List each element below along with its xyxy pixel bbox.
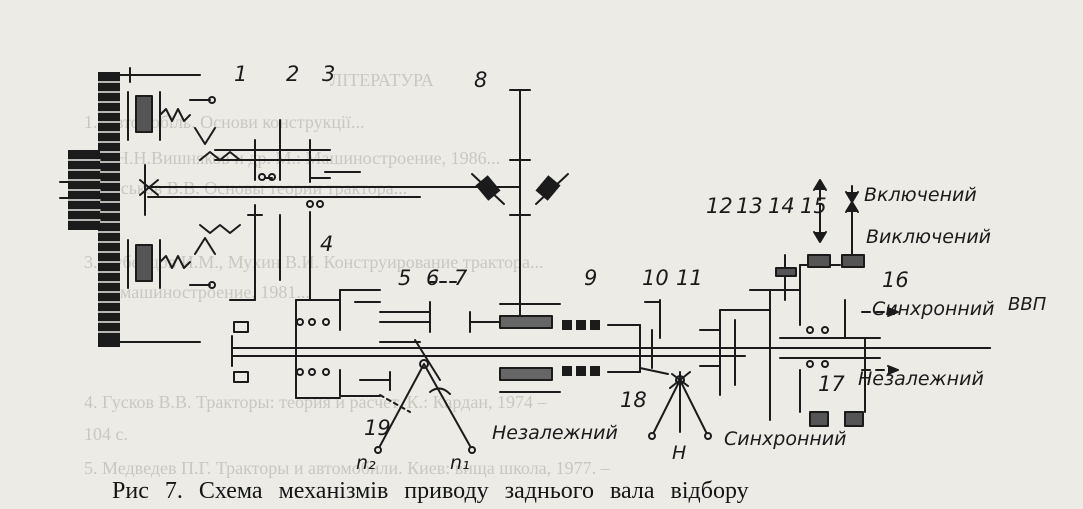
label-13: 13 xyxy=(736,194,763,218)
vertical-shaft-8 xyxy=(471,89,569,326)
clutch-1 xyxy=(127,91,241,289)
clutch-pack-9 xyxy=(499,299,721,393)
label-independent-output: Незалежний xyxy=(858,368,984,390)
main-shaft xyxy=(231,289,991,399)
bg-line: 104 с. xyxy=(84,424,128,444)
flywheel xyxy=(67,67,201,347)
label-17: 17 xyxy=(818,372,845,396)
label-15: 15 xyxy=(800,194,827,218)
bg-line: машиностроение, 1981... xyxy=(120,282,310,302)
label-19: 19 xyxy=(364,416,391,440)
label-engaged: Включений xyxy=(864,184,977,206)
label-synchronous-lever: Синхронний xyxy=(724,428,847,450)
label-2: 2 xyxy=(286,62,300,86)
label-14: 14 xyxy=(768,194,795,218)
label-disengaged: Виключений xyxy=(866,226,992,248)
label-4: 4 xyxy=(320,232,334,256)
label-8: 8 xyxy=(474,68,488,92)
misc-marks xyxy=(59,181,461,283)
label-7: 7 xyxy=(454,266,468,290)
label-12: 12 xyxy=(706,194,733,218)
shift-levers xyxy=(374,339,712,454)
label-6: 6 xyxy=(426,266,440,290)
label-synchronous-output: Синхронний xyxy=(872,298,995,320)
label-16: 16 xyxy=(882,268,909,292)
bg-line: ЛІТЕРАТУРА xyxy=(330,70,434,90)
bg-line: 4. Гусков В.В. Тракторы: теория и расчет… xyxy=(84,392,547,412)
label-neutral: Н xyxy=(672,442,687,464)
label-position-n2: n₂ xyxy=(356,452,376,474)
pto-gearbox xyxy=(719,179,991,427)
label-1: 1 xyxy=(234,62,248,86)
figure-caption: Рис 7. Схема механізмів приводу заднього… xyxy=(112,478,749,504)
input-shafts xyxy=(147,119,521,301)
label-pto: ВВП xyxy=(1008,294,1047,315)
bg-line: 5. Медведев П.Г. Тракторы и автомобили. … xyxy=(84,458,610,478)
label-independent-lever: Незалежний xyxy=(492,422,618,444)
label-9: 9 xyxy=(584,266,598,290)
bg-line: 3. Лубенцов И.М., Мухин В.И. Конструиров… xyxy=(84,252,544,272)
label-11: 11 xyxy=(676,266,703,290)
label-5: 5 xyxy=(398,266,412,290)
bg-line: 1. Автомобіль. Основи конструкції... xyxy=(84,112,365,132)
label-3: 3 xyxy=(322,62,336,86)
label-position-n1: n₁ xyxy=(450,452,470,474)
label-18: 18 xyxy=(620,388,647,412)
label-10: 10 xyxy=(642,266,669,290)
